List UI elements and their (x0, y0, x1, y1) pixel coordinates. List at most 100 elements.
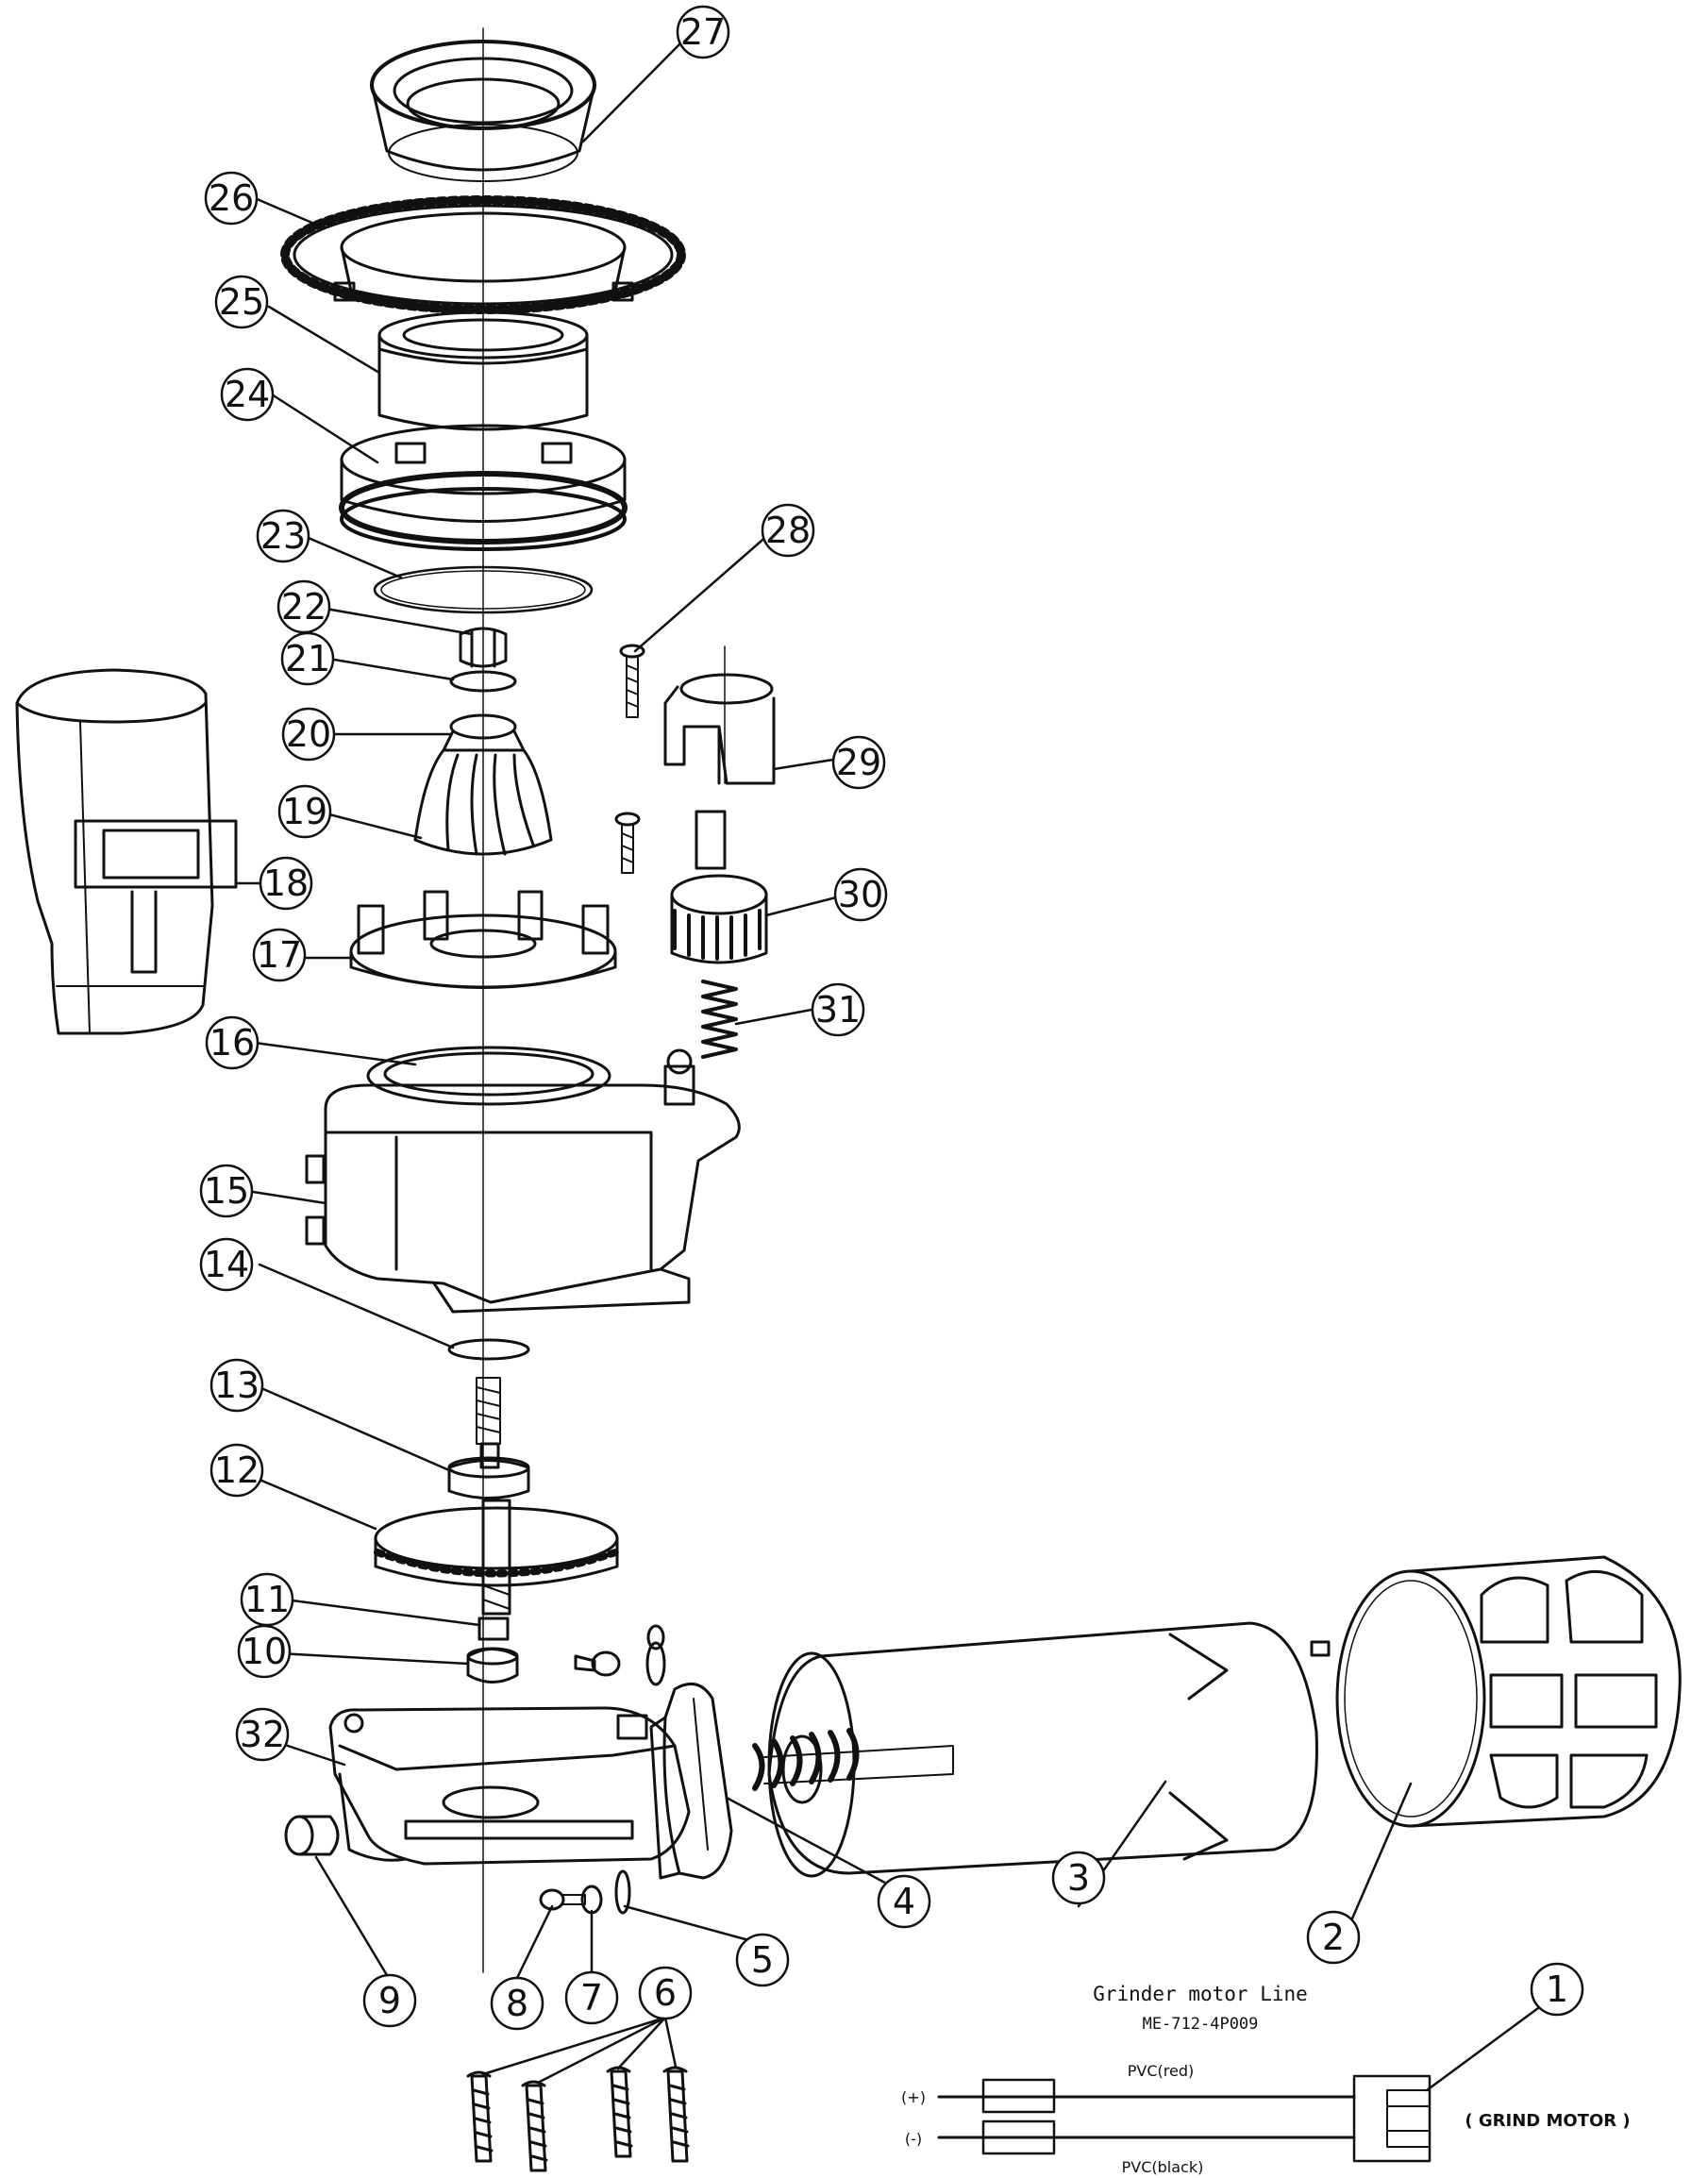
callout-circle (256, 509, 310, 563)
wiring-title: Grinder motor Line (1093, 1983, 1308, 2005)
callout-number: 6 (654, 1972, 677, 2014)
callout-circle (1306, 1910, 1361, 1965)
callout-18: 18 (259, 856, 313, 911)
callout-number: 8 (506, 1983, 528, 2024)
part-22-nut (459, 627, 508, 668)
wiring-model: ME-712-4P009 (1143, 2015, 1259, 2034)
callout-2: 2 (1306, 1910, 1361, 1965)
callout-number: 17 (257, 934, 302, 976)
part-28-screws (614, 644, 645, 874)
callout-9: 9 (362, 1973, 417, 2028)
callout-1: 1 (1530, 1962, 1584, 2017)
callout-15: 15 (199, 1164, 254, 1218)
callout-circle (362, 1973, 417, 2028)
callout-29: 29 (831, 735, 886, 790)
wiring-labels: Grinder motor Line ME-712-4P009 PVC(red)… (901, 1983, 1631, 2176)
callout-27: 27 (676, 5, 730, 59)
callout-circle (204, 171, 259, 226)
callout-number: 12 (214, 1449, 260, 1491)
part-18-side-cover (15, 668, 238, 1035)
part-23-o-ring (373, 565, 594, 614)
callout-25: 25 (214, 275, 269, 329)
callout-layer: 1234567891011121314151617181920212223242… (199, 5, 1584, 2031)
callout-circle (259, 856, 313, 911)
callout-circle (811, 982, 865, 1037)
callout-16: 16 (205, 1015, 260, 1070)
part-9-sleeve (284, 1815, 340, 1856)
callout-30: 30 (833, 867, 888, 922)
callout-circle (220, 367, 275, 422)
callout-number: 23 (260, 515, 306, 557)
callout-circle (280, 631, 335, 686)
callout-number: 11 (244, 1579, 290, 1620)
connector-label: ( GRIND MOTOR ) (1465, 2111, 1630, 2131)
part-30-pinion-gear (670, 810, 768, 964)
callout-number: 16 (209, 1022, 255, 1064)
part-10-11-lower-bearing (466, 1617, 519, 1684)
part-19-20-conical-burr (413, 713, 553, 856)
callout-number: 13 (214, 1365, 260, 1406)
callout-number: 15 (204, 1170, 249, 1212)
callout-3: 3 (1051, 1851, 1106, 1905)
part-26-adjust-gear (280, 195, 686, 314)
callout-circle (276, 579, 331, 634)
callout-circle (214, 275, 269, 329)
callout-circle (564, 1970, 619, 2025)
callout-17: 17 (252, 928, 307, 982)
callout-circle (252, 928, 307, 982)
callout-number: 31 (815, 989, 861, 1030)
callout-number: 26 (209, 177, 254, 219)
part-5-o-ring (614, 1869, 631, 1915)
callout-number: 29 (836, 742, 881, 783)
part-25-burr-holder (377, 310, 589, 431)
callout-21: 21 (280, 631, 335, 686)
callout-14: 14 (199, 1237, 254, 1292)
part-13-shaft-bearing (447, 1377, 530, 1499)
part-8-screw (539, 1888, 586, 1911)
part-24-burr-ring (339, 424, 628, 551)
negative-sleeve (981, 2119, 1056, 2155)
part-6-long-screws (466, 2066, 690, 2172)
callout-number: 27 (680, 11, 726, 53)
callout-circle (199, 1237, 254, 1292)
leader-lines (234, 38, 1540, 2092)
part-31-spring (701, 980, 738, 1059)
callout-circle (1530, 1962, 1584, 2017)
positive-sleeve (981, 2078, 1056, 2114)
part-2-motor-cage (1335, 1555, 1682, 1828)
callout-circle (761, 503, 815, 558)
callout-number: 9 (378, 1980, 401, 2021)
part-32-gearbox-base (328, 1706, 691, 1866)
callout-number: 3 (1067, 1857, 1090, 1899)
part-17-burr-carrier (349, 890, 617, 989)
part-15-16-upper-housing (305, 1046, 741, 1314)
callout-31: 31 (811, 982, 865, 1037)
wiring-diagram (937, 2074, 1432, 2163)
callout-circle (209, 1358, 264, 1413)
callout-number: 7 (580, 1977, 603, 2019)
callout-number: 5 (751, 1939, 774, 1981)
callout-circle (676, 5, 730, 59)
callout-circle (277, 784, 332, 839)
callout-number: 21 (285, 638, 330, 679)
part-21-washer (449, 670, 517, 693)
callout-circle (735, 1933, 790, 1987)
black-wire-label: PVC(black) (1122, 2158, 1204, 2176)
part-14-washer (447, 1338, 530, 1361)
callout-circle (235, 1707, 290, 1762)
callout-4: 4 (877, 1874, 931, 1929)
part-3-dc-motor (752, 1621, 1331, 1878)
callout-20: 20 (281, 707, 336, 762)
callout-circle (833, 867, 888, 922)
callout-circle (205, 1015, 260, 1070)
callout-32: 32 (235, 1707, 290, 1762)
part-screw-assembly-right (574, 1624, 666, 1686)
callout-number: 18 (263, 863, 309, 904)
callout-number: 20 (286, 713, 331, 755)
callout-22: 22 (276, 579, 331, 634)
part-12-main-gear (374, 1499, 619, 1616)
callout-11: 11 (240, 1572, 294, 1627)
callout-number: 1 (1546, 1969, 1568, 2010)
callout-number: 19 (282, 791, 327, 832)
